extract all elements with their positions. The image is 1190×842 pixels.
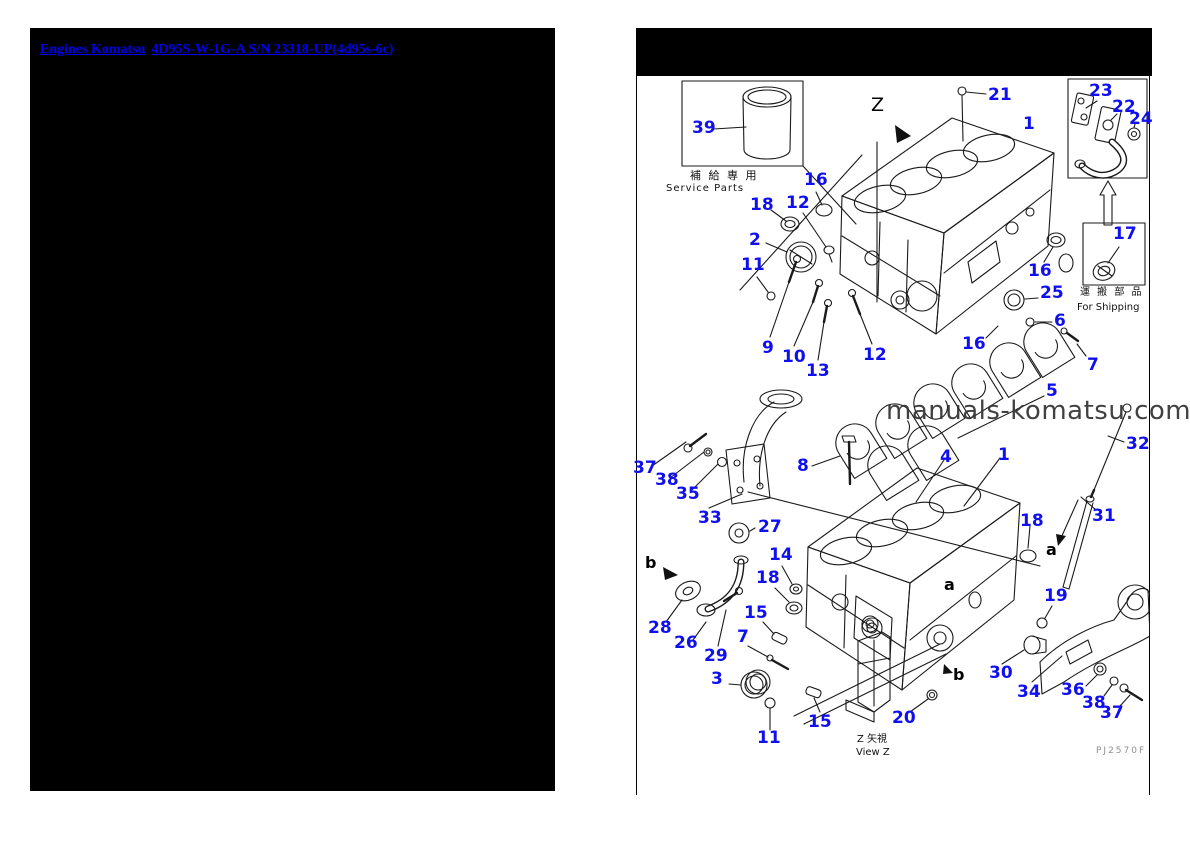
lower-left-parts [663,555,953,731]
part-callout: 27 [758,517,782,537]
upper-left-plugs [756,191,835,301]
side-bolts [769,254,873,361]
breadcrumb-link-model[interactable]: 4D95S-W-1G-A S/N 23318-UP(4d95s-6c) [151,42,394,57]
part-callout: 4 [940,447,952,467]
part-callout: 23 [1089,81,1113,101]
breadcrumb: Engines Komatsu 4D95S-W-1G-A S/N 23318-UP… [40,42,400,58]
part-callout: 2 [749,230,761,250]
part-callout: 18 [756,568,780,588]
part-callout: 20 [892,708,916,728]
upper-cylinder-block [839,117,1055,335]
view-z-label-ja: Z 矢視 [857,734,888,745]
part-callout: 16 [804,170,828,190]
part-callout: 32 [1126,434,1150,454]
breadcrumb-link-engines[interactable]: Engines Komatsu [40,42,146,57]
service-parts-box-drawing [681,80,863,291]
part-callout: 34 [1017,682,1041,702]
part-callout: 11 [757,728,781,748]
part-callout: 30 [989,663,1013,683]
part-callout: 36 [1061,680,1085,700]
view-z-label-en: View Z [856,747,890,758]
part-callout: 1 [998,445,1010,465]
part-callout: 12 [786,193,810,213]
part-callout: 37 [1100,703,1124,723]
part-callout: 26 [674,633,698,653]
part-callout: 5 [1046,381,1058,401]
drain-valve-box-drawing [1067,78,1148,226]
service-parts-label-ja: 補 給 専 用 [690,169,759,182]
drawing-number: PJ2570F [1096,746,1147,756]
left-black-panel: Engines Komatsu 4D95S-W-1G-A S/N 23318-UP… [30,28,555,791]
part-callout: 22 [1112,97,1136,117]
part-callout: 6 [1054,311,1066,331]
part-callout: 1 [1023,114,1035,134]
part-callout: 7 [737,627,749,647]
bearing-caps [835,322,1076,501]
part-callout: 15 [744,603,768,623]
part-callout: 29 [704,646,728,666]
part-callout: 25 [1040,283,1064,303]
service-parts-label-en: Service Parts [666,183,745,194]
dipstick-assembly [1056,403,1132,590]
part-callout: 39 [692,118,716,138]
right-side-plugs [985,232,1087,357]
part-callout: 11 [741,255,765,275]
part-callout: 12 [863,345,887,365]
part-callout: 38 [1082,693,1106,713]
part-callout: 38 [655,470,679,490]
view-z-arrow [876,125,911,303]
shipping-box-drawing [1082,222,1146,286]
part-callout: 16 [962,334,986,354]
diagram-top-bar [636,28,1152,76]
marker-b-block: b [953,665,965,684]
part-callout: 9 [762,338,774,358]
support-arm [1001,584,1150,707]
for-shipping-label-ja: 運 搬 部 品 [1080,287,1144,298]
watermark: manuals-komatsu.com [886,396,1190,426]
part-callout: 10 [782,347,806,367]
part-callout: 37 [633,458,657,478]
part-callout: 31 [1092,506,1116,526]
part-callout: 24 [1129,109,1153,129]
part-callout: 33 [698,508,722,528]
part-callout: 16 [1028,261,1052,281]
part-callout: 8 [797,456,809,476]
part-callout: 28 [648,618,672,638]
part-callout: 18 [1020,511,1044,531]
z-view-marker: Z [871,94,885,116]
part-callout: 17 [1113,224,1137,244]
marker-a-dipstick: a [1046,540,1057,559]
lower-cylinder-block [805,457,1037,691]
for-shipping-label-en: For Shipping [1077,302,1140,313]
part-callout: 21 [988,85,1012,105]
view-z-bracket [793,631,947,725]
part-21-bolt [957,86,987,142]
part-callout: 3 [711,669,723,689]
part-callout: 18 [750,195,774,215]
scan-dashes [1090,71,1148,75]
part-callout: 13 [806,361,830,381]
part-callout: 15 [808,712,832,732]
part-callout: 14 [769,545,793,565]
part-callout: 7 [1087,355,1099,375]
marker-a-block: a [944,575,955,594]
filler-arm-bracket [651,389,1041,567]
marker-b-left: b [645,553,657,572]
part-callout: 19 [1044,586,1068,606]
part-callout: 35 [676,484,700,504]
parts-diagram-line-art [651,78,1150,731]
